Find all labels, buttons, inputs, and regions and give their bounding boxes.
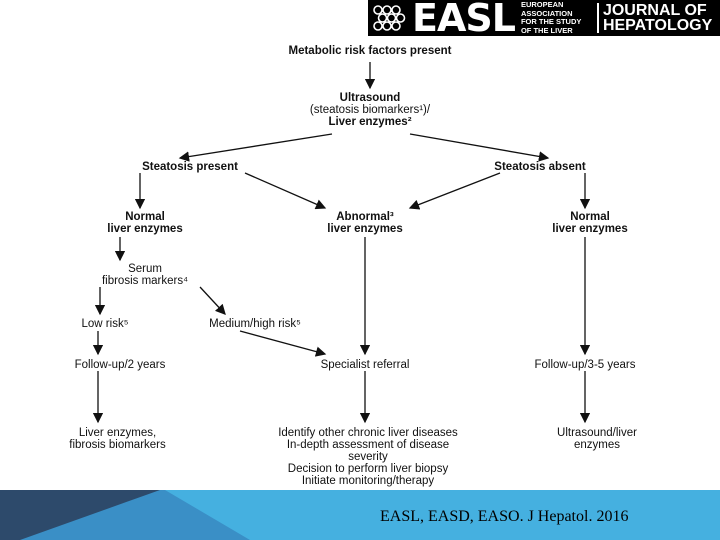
node-ultrasound-liver-line: Ultrasound/liver — [557, 427, 637, 439]
node-normal-right: Normal liver enzymes — [520, 211, 660, 235]
node-steatosis-present: Steatosis present — [142, 161, 238, 173]
node-followup-2-years: Follow-up/2 years — [74, 359, 166, 371]
node-ultrasound: Ultrasound (steatosis biomarkers¹)/ Live… — [255, 92, 485, 128]
node-abnormal-line: liver enzymes — [327, 223, 403, 235]
easl-wordmark: EASL — [412, 0, 516, 40]
node-serum-line: fibrosis markers⁴ — [101, 275, 189, 287]
node-steatosis-absent: Steatosis absent — [494, 161, 586, 173]
node-identify-line: severity — [348, 451, 388, 463]
node-ultrasound-line: (steatosis biomarkers¹)/ — [309, 104, 431, 116]
node-identify: Identify other chronic liver diseases In… — [218, 427, 518, 487]
node-serum: Serum fibrosis markers⁴ — [65, 263, 225, 287]
hexagon-cluster-icon — [373, 5, 406, 31]
easl-journal-logo: EASL EUROPEAN ASSOCIATION FOR THE STUDY … — [368, 0, 720, 40]
journal-title: JOURNAL OF HEPATOLOGY — [596, 3, 712, 34]
node-liver-fibrosis: Liver enzymes, fibrosis biomarkers — [30, 427, 205, 451]
node-liver-fibrosis-line: fibrosis biomarkers — [69, 439, 166, 451]
arrow-ultrasound-to-steatosis-present — [178, 133, 333, 162]
node-liver-fibrosis-line: Liver enzymes, — [78, 427, 157, 439]
node-normal-right-line: liver enzymes — [552, 223, 628, 235]
node-ultrasound-liver-line: enzymes — [573, 439, 621, 451]
flowchart-arrows — [92, 62, 591, 424]
arrow-serum-to-medium-risk — [199, 286, 226, 315]
node-ultrasound-liver: Ultrasound/liver enzymes — [522, 427, 672, 451]
node-identify-line: In-depth assessment of disease — [286, 439, 450, 451]
node-identify-line: Decision to perform liver biopsy — [287, 463, 449, 475]
easl-subtitle-line: OF THE LIVER — [520, 25, 573, 35]
easl-subtitle-line: FOR THE STUDY — [520, 17, 582, 26]
node-serum-line: Serum — [128, 263, 162, 275]
arrow-ultrasound-to-steatosis-absent — [409, 133, 550, 162]
node-normal-left-line: liver enzymes — [107, 223, 183, 235]
citation: EASL, EASD, EASO. J Hepatol. 2016 — [380, 508, 629, 525]
easl-subtitle-line: EUROPEAN — [520, 0, 564, 9]
node-specialist-referral: Specialist referral — [320, 359, 410, 371]
easl-subtitle-line: ASSOCIATION — [520, 8, 573, 18]
node-normal-left: Normal liver enzymes — [75, 211, 215, 235]
arrow-medium-risk-to-specialist — [239, 330, 327, 357]
easl-subtitle: EUROPEAN ASSOCIATION FOR THE STUDY OF TH… — [520, 0, 591, 35]
node-medium-high-risk: Medium/high risk⁵ — [209, 318, 301, 330]
node-low-risk: Low risk⁵ — [81, 318, 129, 330]
node-followup-3-5-years: Follow-up/3-5 years — [534, 359, 636, 371]
footer-band — [0, 490, 720, 540]
node-normal-left-line: Normal — [125, 211, 165, 223]
node-metabolic-risk: Metabolic risk factors present — [288, 45, 452, 57]
node-abnormal-line: Abnormal³ — [336, 211, 394, 223]
node-normal-right-line: Normal — [570, 211, 610, 223]
node-abnormal: Abnormal³ liver enzymes — [290, 211, 440, 235]
node-identify-line: Identify other chronic liver diseases — [278, 427, 458, 439]
node-ultrasound-line: Ultrasound — [339, 92, 401, 104]
arrow-present-to-abnormal — [244, 172, 327, 210]
node-identify-line: Initiate monitoring/therapy — [301, 475, 435, 487]
arrow-absent-to-abnormal — [408, 172, 501, 210]
node-ultrasound-line: Liver enzymes² — [328, 116, 412, 128]
